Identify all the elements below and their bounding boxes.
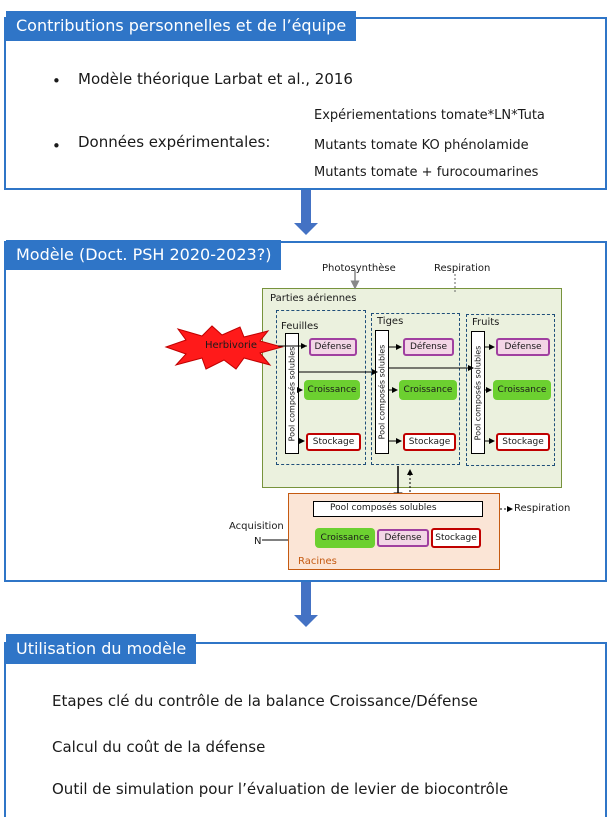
organ-leaves <box>276 310 366 465</box>
organ-fruits <box>466 314 555 466</box>
bullet-data: Données expérimentales: <box>78 133 271 151</box>
respiration-top-label: Respiration <box>434 263 491 274</box>
growth-leaves: Croissance <box>304 380 360 400</box>
herbivory-label: Herbivorie <box>205 340 257 351</box>
bullet-model: Modèle théorique Larbat et al., 2016 <box>78 70 353 88</box>
organ-fruits-label: Fruits <box>472 317 500 328</box>
storage-leaves: Stockage <box>306 433 361 451</box>
photosynthesis-label: Photosynthèse <box>322 263 396 274</box>
defense-fruits: Défense <box>496 338 550 356</box>
storage-roots: Stockage <box>431 528 481 548</box>
pool-fruits: Pool composés solubles <box>471 331 485 454</box>
sub-item-2: Mutants tomate KO phénolamide <box>314 138 529 153</box>
root-pool <box>313 501 483 517</box>
contributions-panel <box>4 17 607 190</box>
down-arrow-2-head <box>294 615 318 627</box>
usage-header: Utilisation du modèle <box>6 634 197 664</box>
usage-panel <box>4 642 607 817</box>
growth-fruits: Croissance <box>493 380 551 400</box>
acquisition-label: Acquisition <box>229 521 284 532</box>
usage-line-3: Outil de simulation pour l’évaluation de… <box>52 780 509 798</box>
storage-fruits: Stockage <box>496 433 550 451</box>
defense-leaves: Défense <box>309 338 357 356</box>
herbivory-burst-icon <box>164 325 284 370</box>
growth-roots: Croissance <box>315 528 375 548</box>
organ-leaves-label: Feuilles <box>281 321 319 332</box>
down-arrow-2 <box>301 582 311 616</box>
contributions-header: Contributions personnelles et de l’équip… <box>6 11 357 41</box>
pool-stems: Pool composés solubles <box>375 330 389 454</box>
sub-item-1: Expériementations tomate*LN*Tuta <box>314 108 545 123</box>
defense-roots: Défense <box>377 529 429 547</box>
usage-line-2: Calcul du coût de la défense <box>52 738 266 756</box>
sub-item-3: Mutants tomate + furocoumarines <box>314 165 539 180</box>
down-arrow-1 <box>301 190 311 224</box>
roots-label: Racines <box>298 556 337 567</box>
usage-line-1: Etapes clé du contrôle de la balance Cro… <box>52 692 478 710</box>
organ-stems-label: Tiges <box>377 316 404 327</box>
bullet-dot: • <box>52 72 61 90</box>
root-pool-label: Pool composés solubles <box>330 503 437 513</box>
pool-leaves: Pool composés solubles <box>285 333 299 454</box>
storage-stems: Stockage <box>403 433 456 451</box>
model-header: Modèle (Doct. PSH 2020-2023?) <box>6 240 282 270</box>
defense-stems: Défense <box>403 338 454 356</box>
bullet-dot: • <box>52 137 61 155</box>
respiration-root-label: Respiration <box>514 503 571 514</box>
down-arrow-1-head <box>294 223 318 235</box>
growth-stems: Croissance <box>399 380 457 400</box>
acquisition-n-label: N <box>254 536 262 547</box>
organ-stems <box>371 313 460 465</box>
aerial-parts-label: Parties aériennes <box>270 293 357 304</box>
